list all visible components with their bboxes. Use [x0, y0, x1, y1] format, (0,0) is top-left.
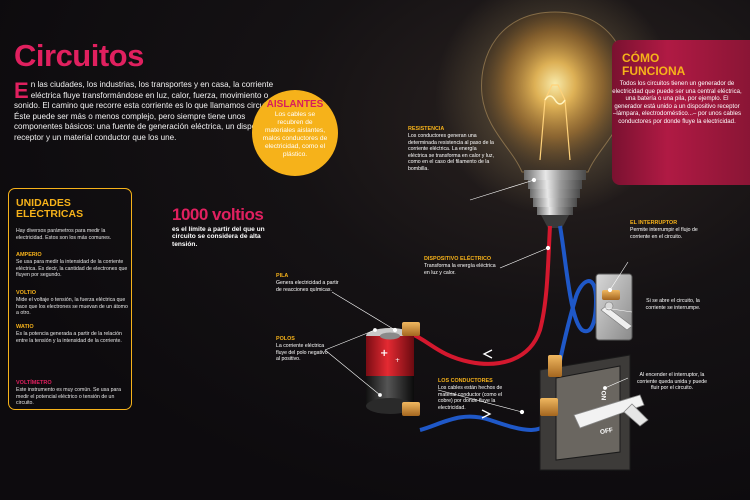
como-funciona-panel: [612, 40, 750, 185]
small-interruptor: [595, 273, 633, 341]
dispositivo-text: Transforma la energía eléctrica en luz y…: [424, 263, 496, 276]
units-intro: Hay diversos parámetros para medir la el…: [16, 228, 112, 241]
battery: + +: [366, 328, 414, 414]
pila-text: Genera electricidad a partir de reaccion…: [276, 280, 339, 293]
bulb-filament: [539, 84, 571, 161]
wire-blue-bulb-to-interruptor: [558, 225, 598, 334]
unit-voltimetro-head: VOLTÍMETRO: [16, 380, 52, 386]
como-title-line2: FUNCIONA: [622, 64, 686, 78]
battery-clip-top: [402, 322, 420, 336]
resistencia-head: RESISTENCIA: [408, 126, 445, 132]
svg-text:+: +: [395, 357, 400, 364]
svg-text:+: +: [380, 348, 388, 359]
conductores-head: LOS CONDUCTORES: [438, 378, 493, 384]
flow-arrow-red: [482, 349, 493, 359]
wire-blue-switch-to-battery: [419, 409, 554, 432]
intro-text: n las ciudades, los industrias, los tran…: [14, 80, 275, 142]
pila-head: PILA: [276, 273, 289, 279]
interruptor-head: EL INTERRUPTOR: [630, 220, 678, 226]
polos-text: La corriente eléctrica fluye del polo ne…: [276, 343, 328, 363]
conductores-text: Los cables están hechos de material cond…: [438, 385, 503, 411]
resistencia-text: Los conductores generan una determinada …: [408, 133, 494, 172]
unit-voltio-text: Mide el voltaje o tensión, la fuerza elé…: [16, 297, 128, 317]
unit-watio-head: WATIO: [16, 324, 34, 330]
enciende-text: Al encender el interruptor, la corriente…: [636, 372, 708, 392]
volt-text: es el límite a partir del que un circuit…: [172, 226, 265, 248]
main-switch: [539, 354, 649, 471]
volt-title: 1000 voltios: [172, 205, 264, 224]
unit-watio-text: Es la potencia generada a partir de la r…: [16, 331, 122, 344]
aislantes-badge: [252, 90, 338, 176]
leader-lines: [324, 177, 633, 415]
abre-text: Si se abre el circuito, la corriente se …: [645, 298, 701, 311]
bulb-base: [524, 170, 586, 228]
units-title: UNIDADES ELÉCTRICAS: [16, 197, 84, 220]
unit-voltio-head: VOLTIO: [16, 290, 37, 296]
wire-red-bulb-to-battery: [411, 225, 552, 366]
como-funciona-text: Todos los circuitos tienen un generador …: [612, 80, 742, 125]
como-title-line1: CÓMO: [622, 51, 660, 65]
switch-on-label: ON: [599, 390, 607, 401]
units-panel: [8, 188, 132, 410]
flow-arrow-blue: [481, 409, 492, 419]
unit-voltimetro-text: Este instrumento es muy común. Se usa pa…: [16, 387, 121, 407]
battery-clip-bottom: [402, 402, 420, 416]
interruptor-text: Permite interrumpir el flujo de corrient…: [630, 227, 698, 240]
aislantes-text: Los cables se recubren de materiales ais…: [262, 111, 328, 158]
como-funciona-title: CÓMO FUNCIONA: [622, 52, 685, 78]
aislantes-title: AISLANTES: [266, 99, 324, 110]
drop-cap: E: [14, 78, 29, 103]
unit-amperio-head: AMPERIO: [16, 252, 42, 258]
polos-head: POLOS: [276, 336, 295, 342]
page-title: Circuitos: [14, 38, 144, 73]
unit-amperio-text: Se usa para medir la intensidad de la co…: [16, 259, 128, 279]
intro-paragraph: E n las ciudades, los industrias, los tr…: [14, 80, 282, 144]
dispositivo-head: DISPOSITIVO ELÉCTRICO: [424, 256, 492, 262]
